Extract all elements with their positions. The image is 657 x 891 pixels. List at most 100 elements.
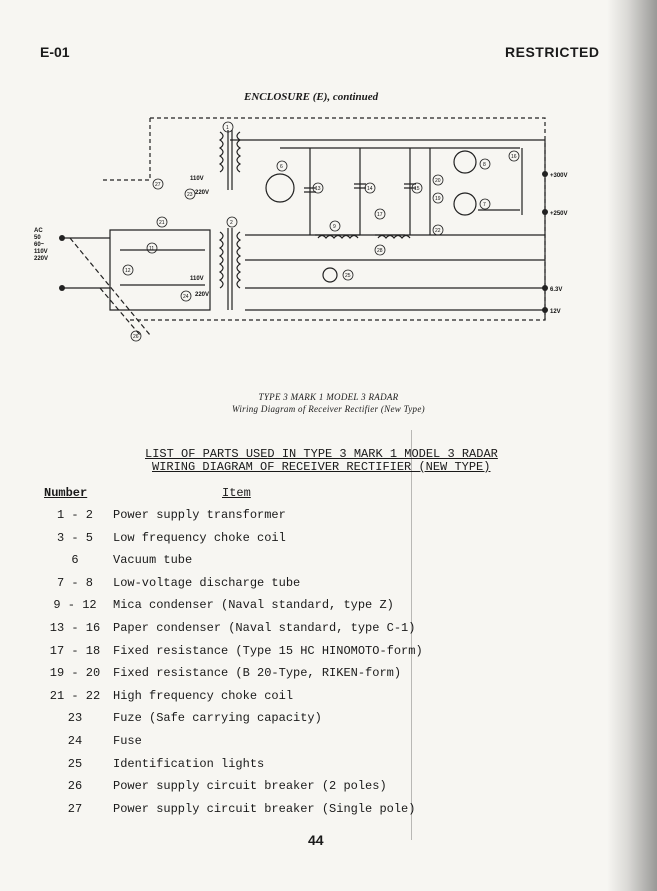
diagram-caption-title: TYPE 3 MARK 1 MODEL 3 RADAR bbox=[258, 392, 399, 402]
part-number: 1 - 2 bbox=[56, 508, 93, 522]
parts-list-title: LIST OF PARTS USED IN TYPE 3 MARK 1 MODE… bbox=[145, 447, 498, 461]
output-label: +300V bbox=[550, 173, 568, 179]
part-marker: 17 bbox=[374, 208, 386, 220]
svg-text:22: 22 bbox=[435, 228, 441, 234]
svg-text:28: 28 bbox=[377, 248, 383, 254]
part-number: 9 - 12 bbox=[53, 598, 97, 613]
output-label: 12V bbox=[550, 309, 561, 315]
document-id: E-01 bbox=[40, 44, 70, 60]
svg-text:14: 14 bbox=[367, 186, 373, 192]
part-description: Low-voltage discharge tube bbox=[113, 575, 301, 590]
page-number: 44 bbox=[308, 832, 324, 848]
input-label: 220V bbox=[34, 256, 48, 262]
svg-text:17: 17 bbox=[377, 212, 383, 218]
part-marker: 12 bbox=[122, 264, 134, 276]
classification-marking: RESTRICTED bbox=[505, 44, 600, 60]
svg-text:19: 19 bbox=[435, 196, 441, 202]
part-description: Fuze (Safe carrying capacity) bbox=[113, 711, 322, 726]
column-header-item: Item bbox=[222, 486, 251, 500]
svg-text:12: 12 bbox=[125, 268, 131, 274]
input-label: 110V bbox=[34, 249, 48, 255]
part-description: Power supply circuit breaker (2 poles) bbox=[113, 779, 387, 794]
part-number: 19 - 20 bbox=[49, 666, 101, 681]
svg-text:13: 13 bbox=[315, 186, 321, 192]
voltage-label: 220V bbox=[195, 190, 209, 196]
part-description: Identification lights bbox=[113, 756, 265, 771]
part-number: 24 bbox=[67, 734, 83, 748]
svg-text:7: 7 bbox=[483, 202, 486, 208]
part-marker: 2 bbox=[226, 216, 238, 228]
part-description: Power supply circuit breaker (Single pol… bbox=[113, 801, 416, 816]
part-marker: 22 bbox=[432, 224, 444, 236]
part-marker: 7 bbox=[479, 198, 491, 210]
output-label: +250V bbox=[550, 211, 568, 217]
svg-text:16: 16 bbox=[511, 154, 517, 160]
part-description: Fuse bbox=[113, 734, 142, 748]
input-label: AC bbox=[34, 228, 43, 234]
part-marker: 15 bbox=[411, 182, 423, 194]
voltage-label: 110V bbox=[190, 276, 204, 282]
part-marker: 20 bbox=[432, 174, 444, 186]
part-marker: 1 bbox=[222, 121, 234, 133]
input-label: 50 bbox=[34, 235, 41, 241]
part-number: 3 - 5 bbox=[56, 530, 93, 545]
svg-text:24: 24 bbox=[183, 294, 189, 300]
parts-list-subtitle: WIRING DIAGRAM OF RECEIVER RECTIFIER (NE… bbox=[152, 460, 491, 474]
diagram-caption-subtitle: Wiring Diagram of Receiver Rectifier (Ne… bbox=[232, 404, 425, 414]
svg-text:21: 21 bbox=[159, 220, 165, 226]
part-marker: 25 bbox=[342, 269, 354, 281]
part-number: 23 bbox=[67, 711, 83, 726]
svg-text:15: 15 bbox=[414, 186, 420, 192]
part-marker: 8 bbox=[479, 158, 491, 170]
output-label: 6.3V bbox=[550, 287, 562, 293]
svg-text:2: 2 bbox=[230, 220, 233, 226]
column-header-number: Number bbox=[44, 486, 88, 500]
part-number: 21 - 22 bbox=[49, 688, 101, 703]
part-marker: 28 bbox=[374, 244, 386, 256]
voltage-label: 110V bbox=[190, 176, 204, 182]
svg-text:9: 9 bbox=[333, 224, 336, 230]
svg-text:11: 11 bbox=[149, 246, 154, 252]
part-description: Mica condenser (Naval standard, type Z) bbox=[113, 598, 394, 613]
voltage-label: 220V bbox=[195, 292, 209, 298]
part-number: 26 bbox=[67, 779, 83, 794]
part-marker: 6 bbox=[276, 160, 288, 172]
part-description: Fixed resistance (B 20-Type, RIKEN-form) bbox=[113, 666, 402, 681]
part-number: 25 bbox=[67, 756, 83, 771]
svg-text:8: 8 bbox=[483, 162, 486, 168]
part-description: Power supply transformer bbox=[113, 508, 286, 522]
part-number: 17 - 18 bbox=[49, 643, 101, 658]
part-marker: 9 bbox=[329, 220, 341, 232]
svg-text:27: 27 bbox=[155, 182, 161, 188]
svg-text:25: 25 bbox=[345, 273, 351, 279]
part-number: 6 bbox=[71, 553, 79, 568]
part-marker: 11 bbox=[146, 242, 158, 254]
input-label: 60~ bbox=[34, 242, 45, 248]
enclosure-title: ENCLOSURE (E), continued bbox=[244, 91, 379, 103]
part-description: Low frequency choke coil bbox=[113, 530, 286, 545]
svg-text:20: 20 bbox=[435, 178, 441, 184]
part-marker: 13 bbox=[312, 182, 324, 194]
svg-text:26: 26 bbox=[133, 334, 139, 340]
scan-edge-shadow bbox=[607, 0, 657, 891]
part-description: Paper condenser (Naval standard, type C-… bbox=[113, 621, 416, 635]
part-number: 27 bbox=[67, 801, 83, 816]
part-description: Fixed resistance (Type 15 HC HINOMOTO-fo… bbox=[113, 643, 423, 658]
wiring-diagram: AC 50 60~ 110V 220V 110V 220V 110V 220V … bbox=[34, 117, 568, 342]
part-marker: 24 bbox=[180, 290, 192, 302]
part-marker: 27 bbox=[152, 178, 164, 190]
part-marker: 19 bbox=[432, 192, 444, 204]
svg-text:1: 1 bbox=[226, 125, 229, 131]
part-marker: 21 bbox=[156, 216, 168, 228]
part-number: 7 - 8 bbox=[56, 575, 93, 590]
part-marker: 14 bbox=[364, 182, 376, 194]
part-marker: 23 bbox=[184, 188, 196, 200]
part-description: Vacuum tube bbox=[113, 553, 193, 568]
part-marker: 26 bbox=[130, 330, 142, 342]
part-description: High frequency choke coil bbox=[113, 688, 294, 703]
margin-line bbox=[411, 430, 412, 840]
part-marker: 16 bbox=[508, 150, 520, 162]
part-number: 13 - 16 bbox=[49, 621, 101, 635]
svg-text:6: 6 bbox=[280, 164, 283, 170]
